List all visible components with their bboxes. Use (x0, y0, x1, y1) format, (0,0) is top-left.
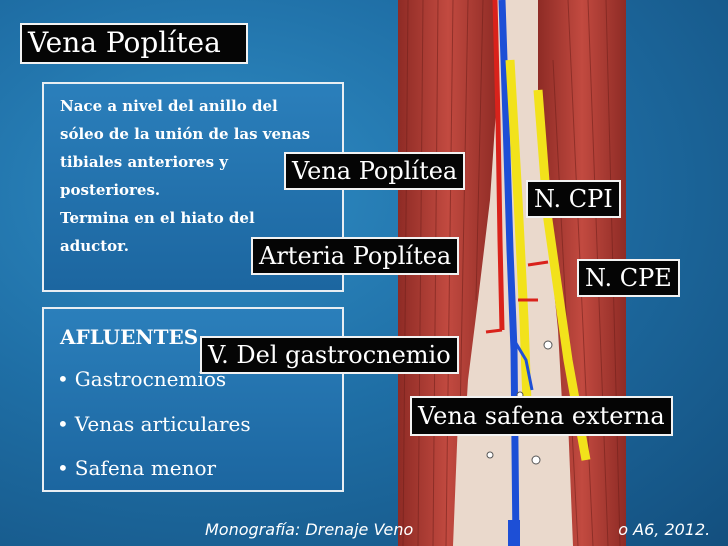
description-line: posteriores. (60, 181, 161, 199)
bullet-icon: • (57, 367, 69, 391)
bullet-icon: • (57, 456, 69, 480)
afluente-label: Venas articulares (74, 412, 251, 436)
afluentes-title: AFLUENTES (60, 325, 199, 349)
description-line: tibiales anteriores y (60, 153, 228, 171)
description-line: sóleo de la unión de las venas (60, 125, 311, 143)
label-arteria-poplitea: Arteria Poplítea (251, 237, 460, 275)
label-n-cpe: N. CPE (577, 259, 680, 297)
description-line: aductor. (60, 237, 129, 255)
footer-right: o A6, 2012. (618, 520, 711, 539)
bullet-icon: • (57, 412, 69, 436)
label-vena-safena-externa: Vena safena externa (410, 396, 673, 436)
footer-left: Monografía: Drenaje Veno (205, 520, 414, 539)
label-v-gastrocnemio: V. Del gastrocnemio (200, 336, 459, 374)
slide-title: Vena Poplítea (20, 23, 248, 64)
description-line: Nace a nivel del anillo del (60, 97, 278, 115)
label-n-cpi: N. CPI (526, 180, 621, 218)
description-text: Nace a nivel del anillo del sóleo de la … (60, 92, 340, 260)
description-line: Termina en el hiato del (60, 209, 255, 227)
footer-citation: Monografía: Drenaje Veno o A6, 2012. (205, 520, 710, 539)
afluente-item: •Safena menor (57, 456, 216, 480)
label-vena-poplitea: Vena Poplítea (284, 152, 466, 190)
afluente-label: Safena menor (74, 456, 217, 480)
afluente-item: •Venas articulares (57, 412, 251, 436)
